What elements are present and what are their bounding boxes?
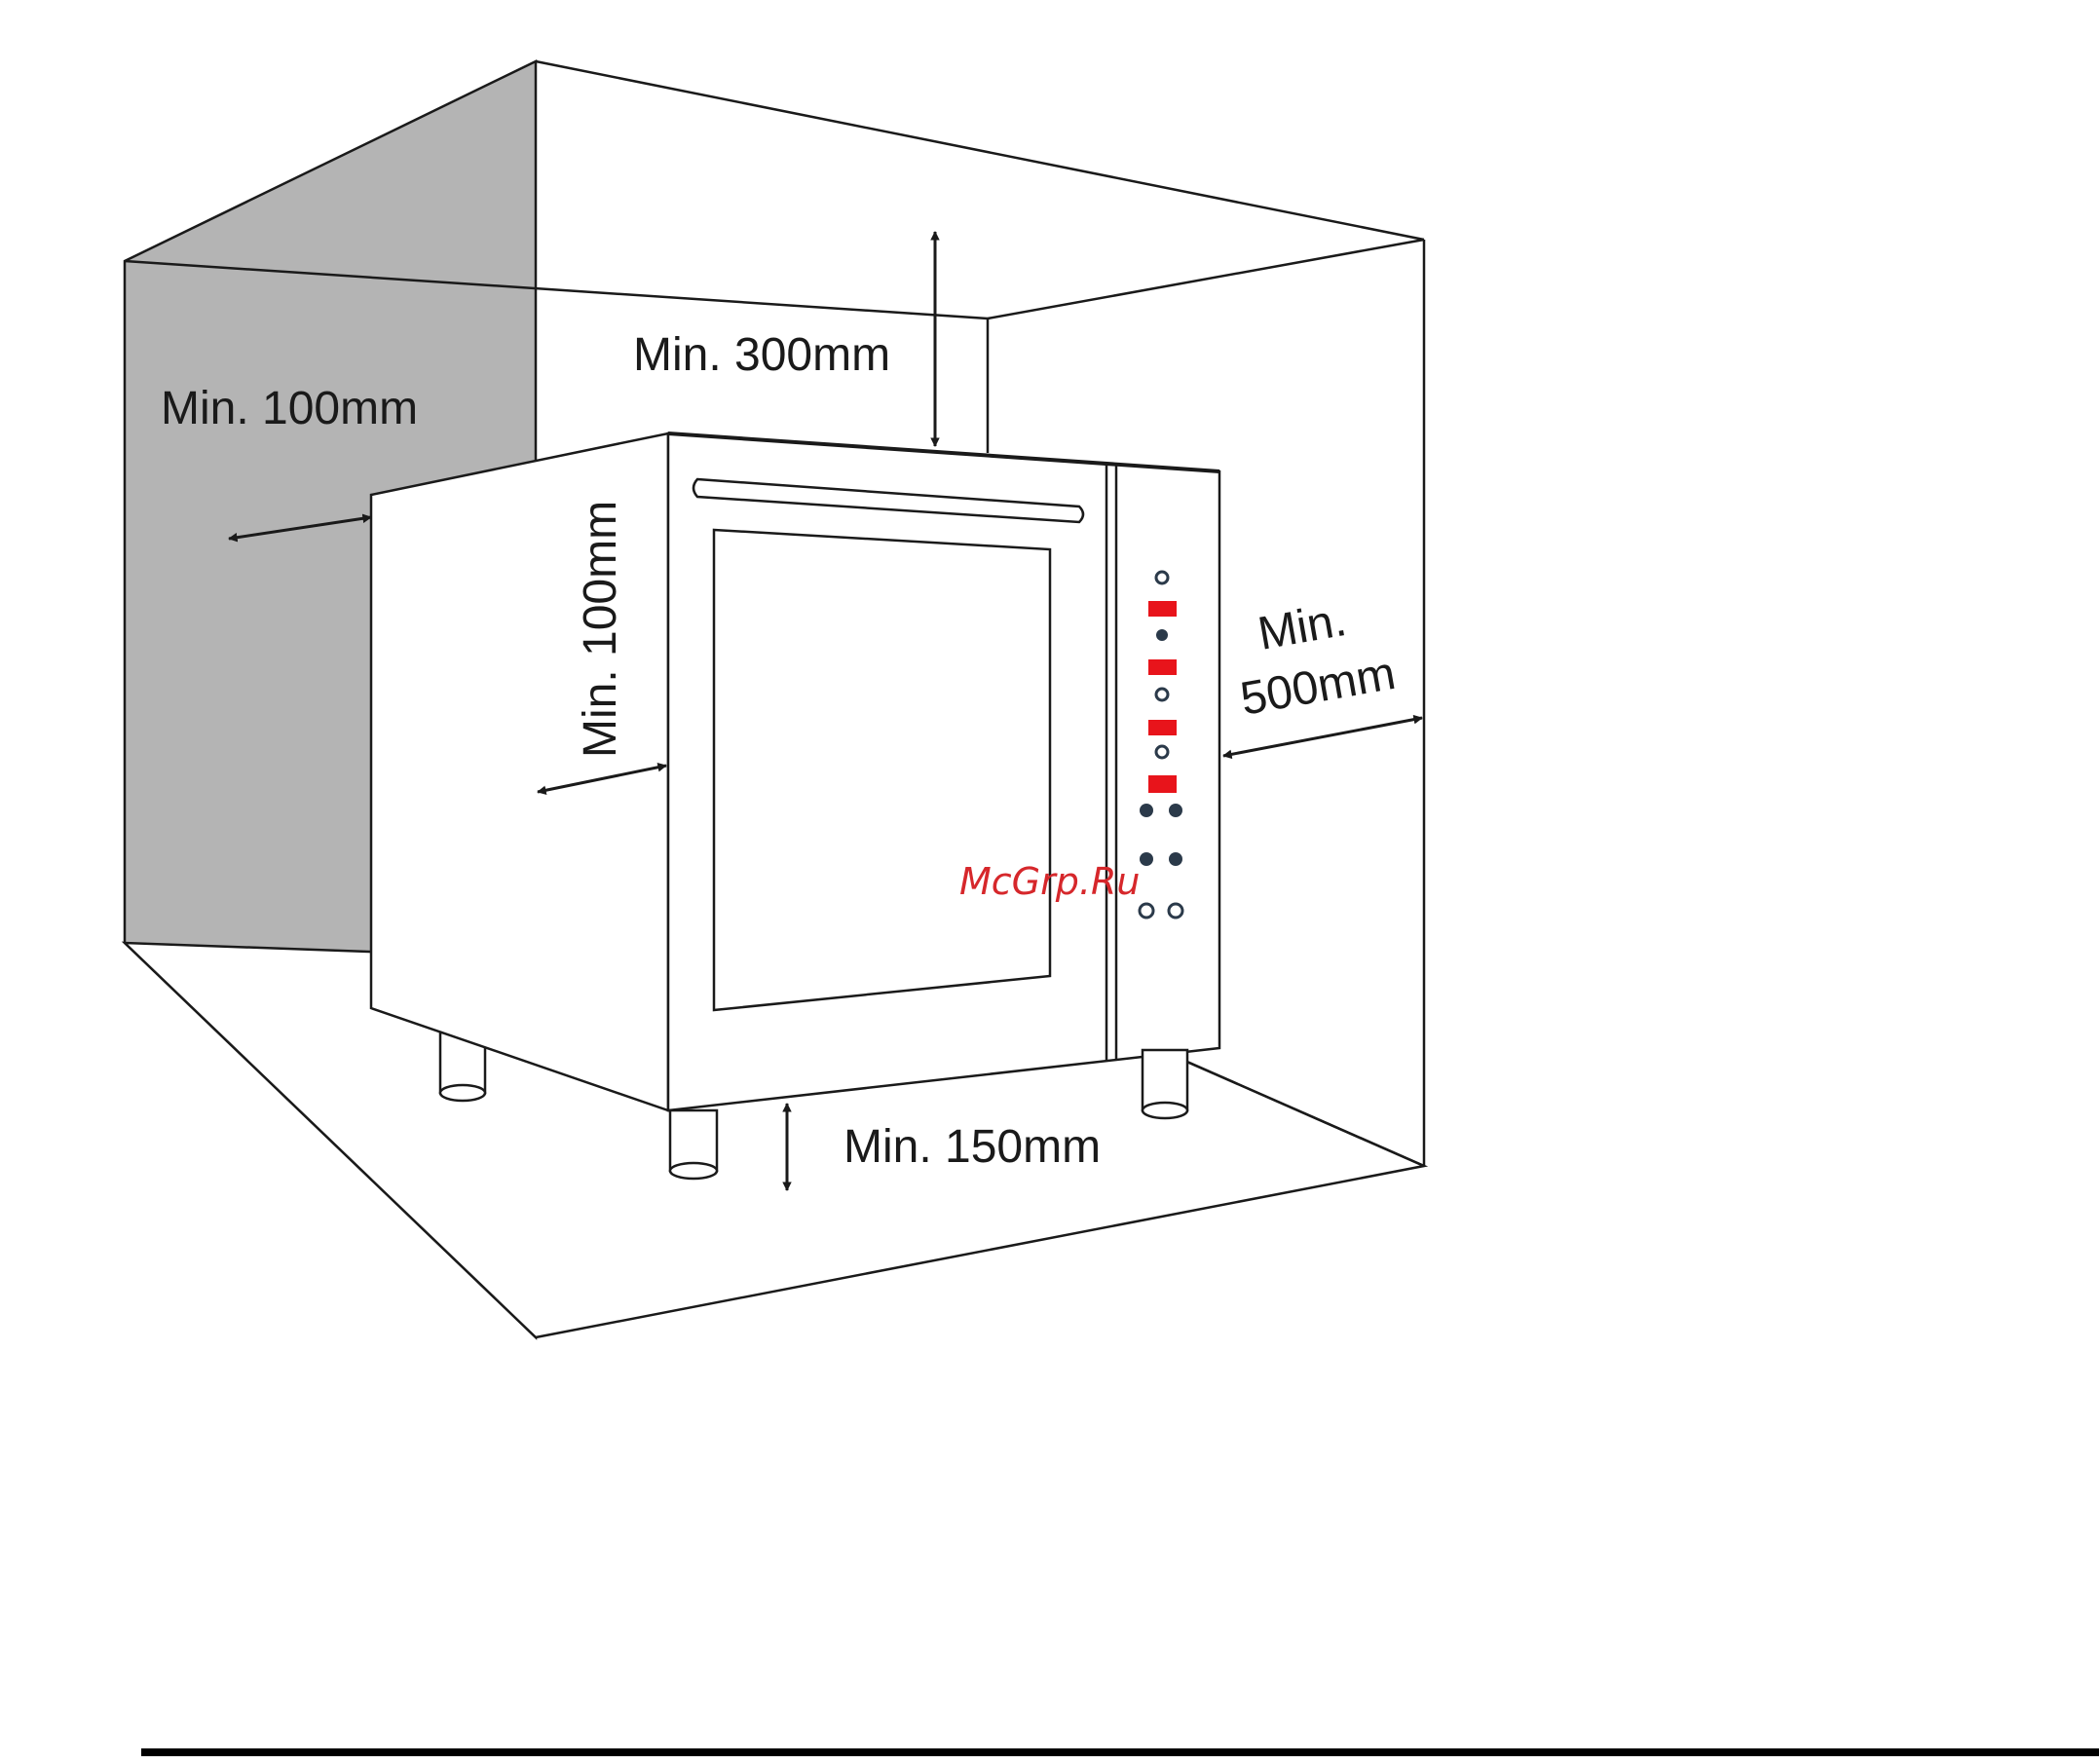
control-button-2 bbox=[1156, 629, 1168, 641]
display-2 bbox=[1148, 659, 1177, 675]
label-back-clearance: Min. 100mm bbox=[575, 501, 626, 758]
control-button-8 bbox=[1169, 852, 1182, 866]
display-4 bbox=[1148, 775, 1177, 793]
ceiling-back-edge bbox=[988, 240, 1424, 319]
bottom-rule bbox=[141, 1748, 2099, 1756]
label-left-wall-clearance: Min. 100mm bbox=[161, 383, 418, 434]
label-bottom-clearance: Min. 150mm bbox=[843, 1121, 1101, 1173]
control-button-6 bbox=[1169, 804, 1182, 817]
oven-leg-front-right bbox=[1143, 1050, 1187, 1118]
control-button-7 bbox=[1140, 852, 1153, 866]
ceiling-front-edge bbox=[536, 61, 1424, 240]
control-button-5 bbox=[1140, 804, 1153, 817]
label-right-clearance-line1: Min. bbox=[1255, 594, 1351, 660]
oven-window bbox=[714, 530, 1050, 1010]
label-right-clearance-line2: 500mm bbox=[1237, 648, 1400, 726]
oven-leg-front-left bbox=[670, 1110, 717, 1179]
label-top-clearance: Min. 300mm bbox=[633, 329, 890, 381]
watermark: McGrp.Ru bbox=[959, 860, 1140, 903]
display-3 bbox=[1148, 720, 1177, 735]
display-1 bbox=[1148, 601, 1177, 617]
